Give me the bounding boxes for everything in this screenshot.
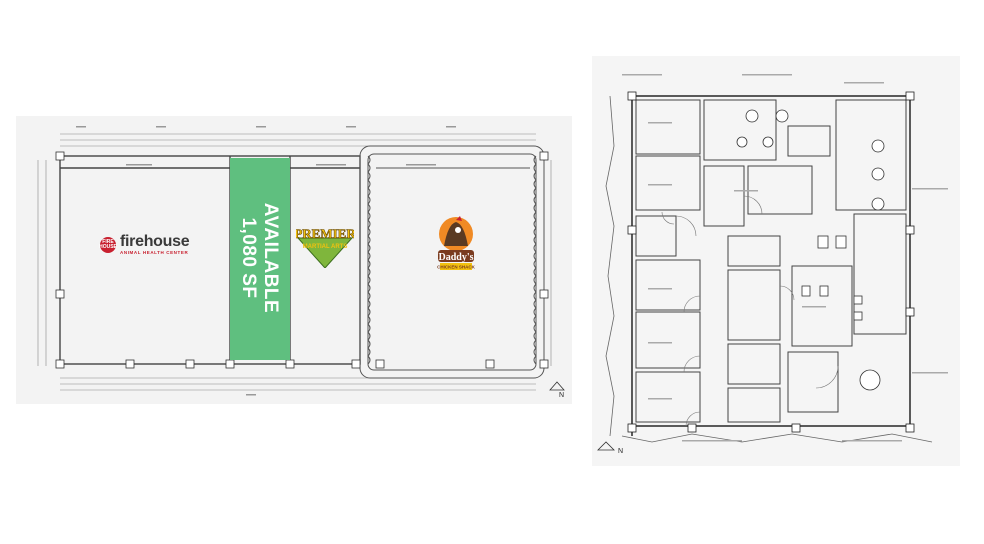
firehouse-subtitle: ANIMAL HEALTH CENTER [120, 250, 189, 255]
firehouse-badge-icon: FIRE HOUSE [99, 236, 117, 253]
right-floor-plan: N [592, 56, 960, 466]
right-plan-drawing [597, 74, 948, 451]
daddys-subtitle-text: CHICKEN SHACK [437, 265, 476, 270]
available-space-fill [230, 158, 290, 360]
premier-subtitle-text: MARTIAL ARTS [303, 244, 348, 250]
left-plan-drawing [37, 126, 565, 396]
daddys-name-text: Daddy's [438, 252, 473, 263]
available-space-label: AVAILABLE 1,080 SF [229, 158, 290, 358]
firehouse-name: firehouse [120, 233, 190, 250]
north-arrow-label-right: N [618, 448, 624, 455]
north-arrow-label-left: N [559, 392, 565, 399]
available-area-text: 1,080 SF [238, 217, 260, 299]
firehouse-logo: FIRE HOUSE firehouse ANIMAL HEALTH CENTE… [99, 233, 190, 256]
daddys-chicken-shack-logo: Daddy's CHICKEN SHACK [434, 216, 478, 280]
premier-martial-arts-logo: PREMIER MARTIAL ARTS [296, 224, 354, 268]
left-floor-plan: AVAILABLE 1,080 SF FIRE HOUSE firehouse … [16, 116, 572, 404]
available-text: AVAILABLE [260, 202, 282, 314]
premier-title-text: PREMIER [296, 226, 354, 241]
